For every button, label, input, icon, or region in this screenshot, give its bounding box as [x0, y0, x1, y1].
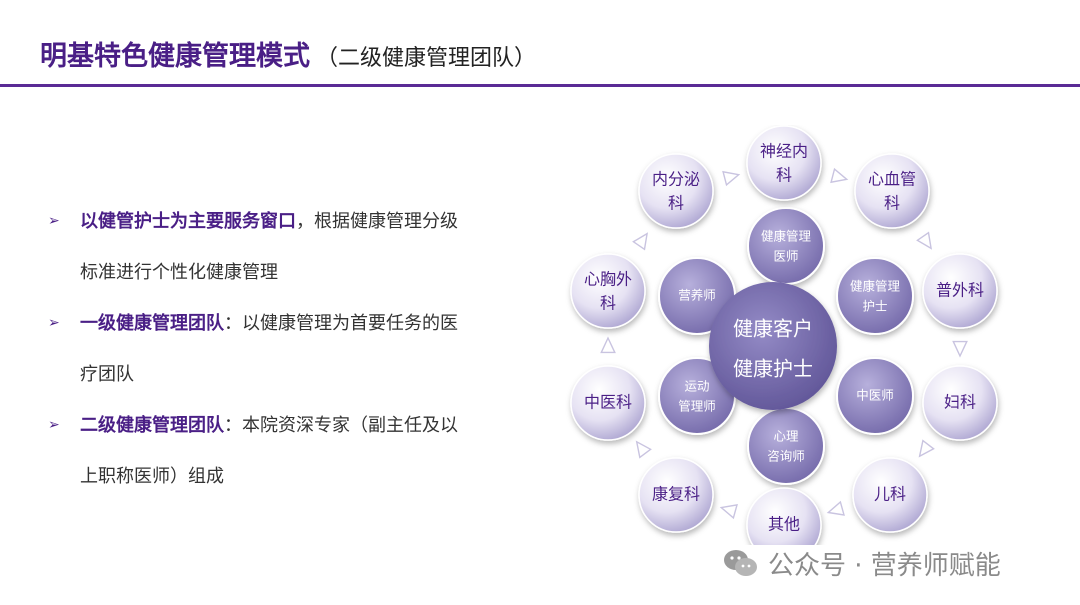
outer-node-circle: [852, 457, 928, 533]
title-divider: [0, 84, 1080, 87]
inner-node-label: 心理: [773, 429, 799, 444]
title-subtitle: （二级健康管理团队）: [316, 46, 537, 71]
bullet-arrow-icon: ➢: [48, 315, 60, 331]
bullet-item: ➢ 二级健康管理团队：本院资深专家（副主任及以 上职称医师）组成: [48, 400, 548, 502]
outer-node: 其他: [746, 487, 822, 545]
outer-node-label-2: 科: [600, 294, 616, 313]
inner-node-label: 健康管理: [761, 229, 812, 244]
bullet-key: 一级健康管理团队: [80, 313, 224, 334]
outer-node-circle: [922, 253, 998, 329]
bullet-item: ➢ 以健管护士为主要服务窗口，根据健康管理分级 标准进行个性化健康管理: [48, 196, 548, 298]
outer-node-label-2: 科: [884, 194, 900, 213]
flow-arrow-icon: [830, 167, 849, 184]
inner-node-label-2: 医师: [773, 249, 798, 264]
outer-node-circle: [570, 365, 646, 441]
center-label-1: 健康客户: [733, 317, 813, 341]
flow-arrow-icon: [632, 232, 649, 251]
outer-node: 康复科: [638, 457, 714, 533]
bullet-cont: 上职称医师）组成: [80, 466, 224, 487]
outer-ring: 神经内科心血管科普外科妇科儿科其他康复科中医科心胸外科内分泌科: [570, 125, 998, 545]
outer-node-circle: [638, 457, 714, 533]
flow-arrow-icon: [600, 336, 616, 354]
outer-node-circle: [746, 487, 822, 545]
inner-node-label: 营养师: [678, 288, 716, 303]
center-circle: [709, 282, 837, 410]
inner-node-label-2: 咨询师: [767, 449, 805, 464]
flow-arrow-icon: [719, 504, 738, 520]
outer-node-label: 中医科: [584, 393, 632, 412]
title-main: 明基特色健康管理模式: [40, 41, 310, 72]
outer-node: 妇科: [922, 365, 998, 441]
flow-arrow-icon: [635, 440, 652, 459]
inner-node: 中医师: [836, 357, 914, 435]
flow-arrow-icon: [918, 439, 935, 458]
outer-node-label: 心血管: [868, 170, 916, 189]
wechat-icon: [724, 550, 757, 576]
outer-node-circle: [854, 153, 930, 229]
bullet-item: ➢ 一级健康管理团队：以健康管理为首要任务的医 疗团队: [48, 298, 548, 400]
bullet-arrow-icon: ➢: [48, 213, 60, 229]
watermark: 公众号 · 营养师赋能: [722, 546, 1001, 581]
page-title: 明基特色健康管理模式（二级健康管理团队）: [40, 34, 536, 73]
flow-arrow-icon: [722, 170, 741, 187]
bullet-list: ➢ 以健管护士为主要服务窗口，根据健康管理分级 标准进行个性化健康管理 ➢ 一级…: [48, 196, 548, 502]
inner-node-circle: [747, 207, 825, 285]
outer-node-label-2: 科: [776, 166, 792, 185]
bullet-text: ，根据健康管理分级: [296, 211, 458, 232]
title-bar: 明基特色健康管理模式（二级健康管理团队）: [0, 0, 1080, 87]
outer-node-label: 神经内: [760, 142, 808, 161]
inner-node-label: 中医师: [856, 388, 894, 403]
inner-node-label-2: 管理师: [678, 399, 716, 414]
bullet-key: 二级健康管理团队: [80, 415, 224, 436]
flow-arrow-icon: [952, 340, 968, 358]
bullet-cont: 疗团队: [80, 364, 134, 385]
outer-node-circle: [922, 365, 998, 441]
inner-node-circle: [836, 357, 914, 435]
outer-node-label: 其他: [768, 515, 800, 534]
bullet-cont: 标准进行个性化健康管理: [80, 262, 278, 283]
outer-node: 普外科: [922, 253, 998, 329]
outer-node-label: 康复科: [652, 485, 700, 504]
bullet-text: ：本院资深专家（副主任及以: [224, 415, 458, 436]
outer-node-label: 普外科: [936, 281, 984, 300]
inner-node-circle: [836, 257, 914, 335]
flow-arrow-icon: [916, 231, 933, 250]
outer-node-circle: [746, 125, 822, 201]
outer-node-circle: [638, 153, 714, 229]
inner-node-circle: [747, 407, 825, 485]
bullet-arrow-icon: ➢: [48, 417, 60, 433]
inner-node-label: 运动: [684, 379, 709, 394]
outer-node: 中医科: [570, 365, 646, 441]
watermark-text: 公众号 · 营养师赋能: [768, 550, 1001, 581]
bullet-key: 以健管护士为主要服务窗口: [80, 211, 296, 232]
outer-node-label: 心胸外: [584, 270, 632, 289]
outer-node-label: 儿科: [874, 485, 906, 504]
bullet-text: ：以健康管理为首要任务的医: [224, 313, 458, 334]
inner-node-label: 健康管理: [850, 279, 901, 294]
outer-node-label: 妇科: [944, 393, 976, 412]
center-label-2: 健康护士: [733, 357, 813, 381]
arrow-layer: [600, 167, 968, 520]
outer-node-label: 内分泌: [652, 170, 700, 189]
outer-node-label-2: 科: [668, 194, 684, 213]
outer-node-circle: [570, 253, 646, 329]
outer-node: 儿科: [852, 457, 928, 533]
inner-node-label-2: 护士: [862, 299, 887, 314]
flow-arrow-icon: [826, 500, 845, 516]
